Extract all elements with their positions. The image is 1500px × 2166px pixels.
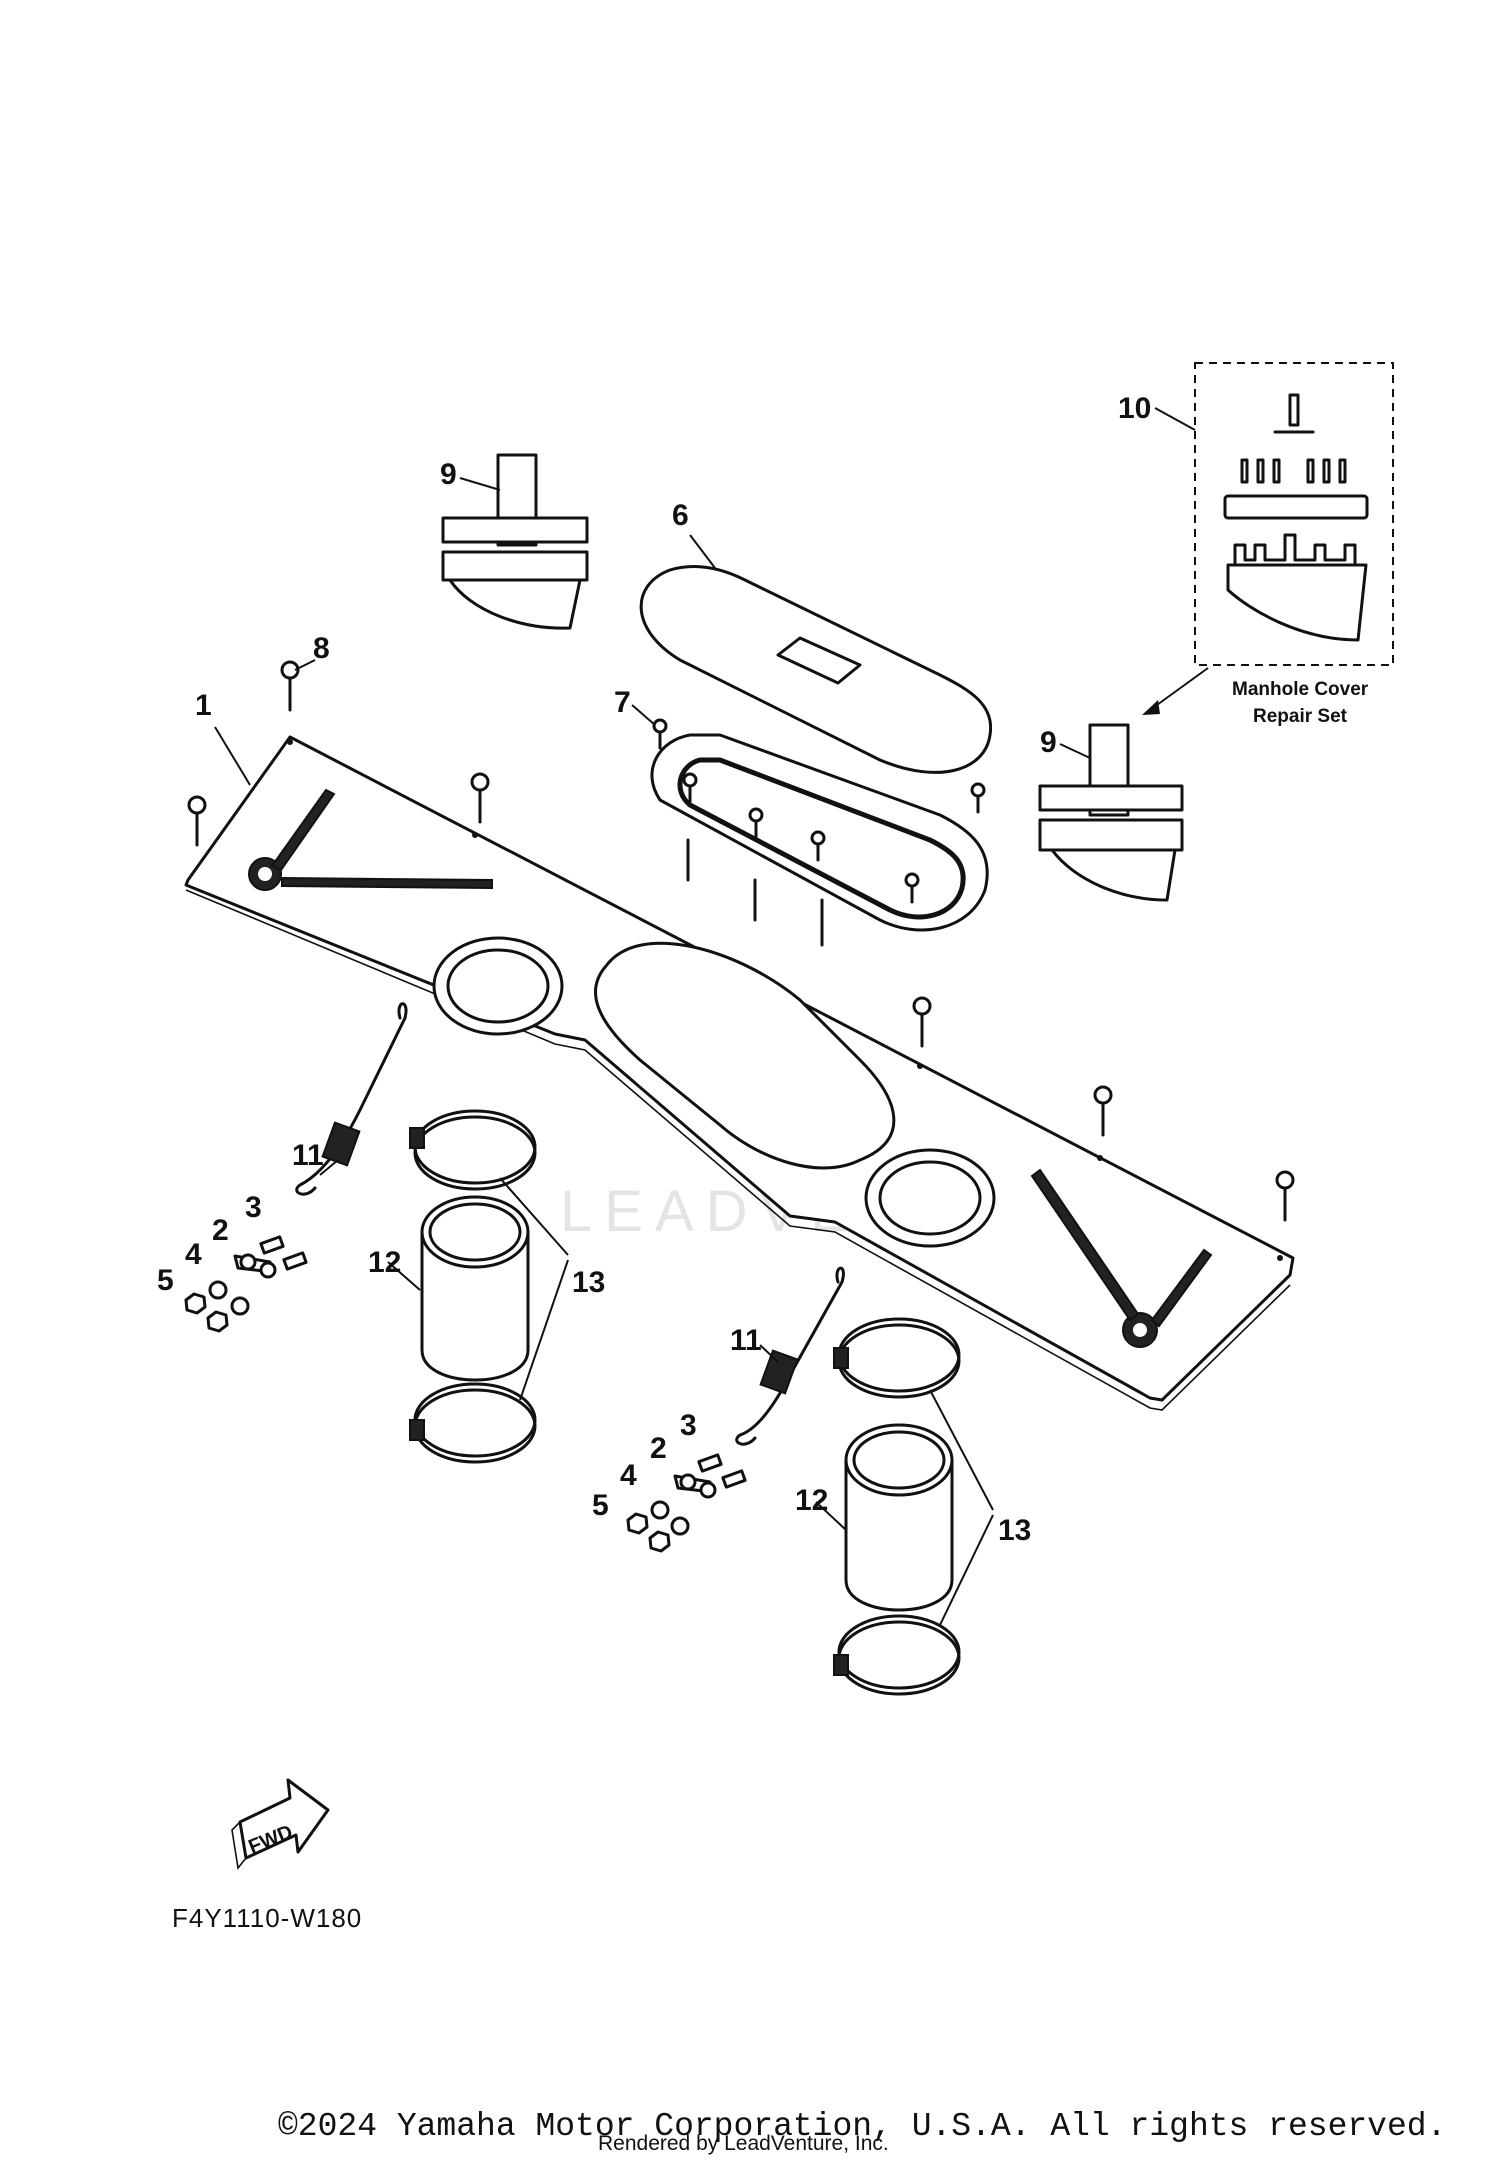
callout-13-left: 13 <box>572 1266 605 1299</box>
cap-tether-right[interactable] <box>735 1266 845 1446</box>
callout-11-right: 11 <box>730 1324 762 1357</box>
rendered-by: Rendered by LeadVenture, Inc. <box>598 2132 889 2155</box>
leader-lines <box>214 407 1209 1626</box>
callout-12-left: 12 <box>368 1246 401 1279</box>
callout-7: 7 <box>614 686 631 719</box>
hatch-frame[interactable] <box>650 718 989 947</box>
hardware-left[interactable] <box>184 1235 308 1333</box>
hardware-right[interactable] <box>626 1453 747 1553</box>
diagram-code: F4Y1110-W180 <box>172 1903 363 1933</box>
callout-10: 10 <box>1118 392 1151 425</box>
kit-screws <box>1240 458 1347 484</box>
callout-12-right: 12 <box>795 1484 828 1517</box>
callout-5-right: 5 <box>592 1489 609 1522</box>
callout-1: 1 <box>195 689 212 722</box>
hose-right[interactable] <box>844 1423 954 1612</box>
kit-label-line1: Manhole Cover <box>1232 679 1369 700</box>
callout-2-right: 2 <box>650 1432 667 1465</box>
hose-left[interactable] <box>420 1195 530 1382</box>
callout-3-left: 3 <box>245 1191 262 1224</box>
hatch-cover[interactable] <box>639 565 993 774</box>
callout-6: 6 <box>672 499 689 532</box>
callout-2-left: 2 <box>212 1214 229 1247</box>
callout-13-right: 13 <box>998 1514 1031 1547</box>
deck-screws[interactable] <box>187 660 1295 1222</box>
clamp-left-upper[interactable] <box>409 1109 537 1191</box>
copyright-notice: ©2024 Yamaha Motor Corporation, U.S.A. A… <box>278 2108 1447 2145</box>
callout-8: 8 <box>313 632 330 665</box>
callout-labels: 1 2 3 4 5 2 3 4 5 6 7 8 9 9 10 11 11 12 … <box>157 392 1369 1547</box>
callout-3-right: 3 <box>680 1409 697 1442</box>
callout-9-right: 9 <box>1040 726 1057 759</box>
callout-9-left: 9 <box>440 458 457 491</box>
cap-tether-left[interactable] <box>295 1002 408 1196</box>
vent-fitting-right[interactable] <box>1038 723 1184 902</box>
clamp-left-lower[interactable] <box>409 1382 537 1464</box>
deck-plate[interactable] <box>184 735 1295 1411</box>
callout-4-right: 4 <box>620 1459 637 1492</box>
kit-label-line2: Repair Set <box>1253 706 1348 727</box>
callout-11-left: 11 <box>292 1139 324 1172</box>
manhole-repair-kit[interactable] <box>1194 362 1394 666</box>
callout-5-left: 5 <box>157 1264 174 1297</box>
clamp-right-upper[interactable] <box>833 1317 961 1399</box>
fwd-arrow-icon: FWD <box>231 1778 330 1870</box>
clamp-right-lower[interactable] <box>833 1614 961 1696</box>
vent-fitting-left[interactable] <box>441 453 589 630</box>
callout-4-left: 4 <box>185 1238 202 1271</box>
